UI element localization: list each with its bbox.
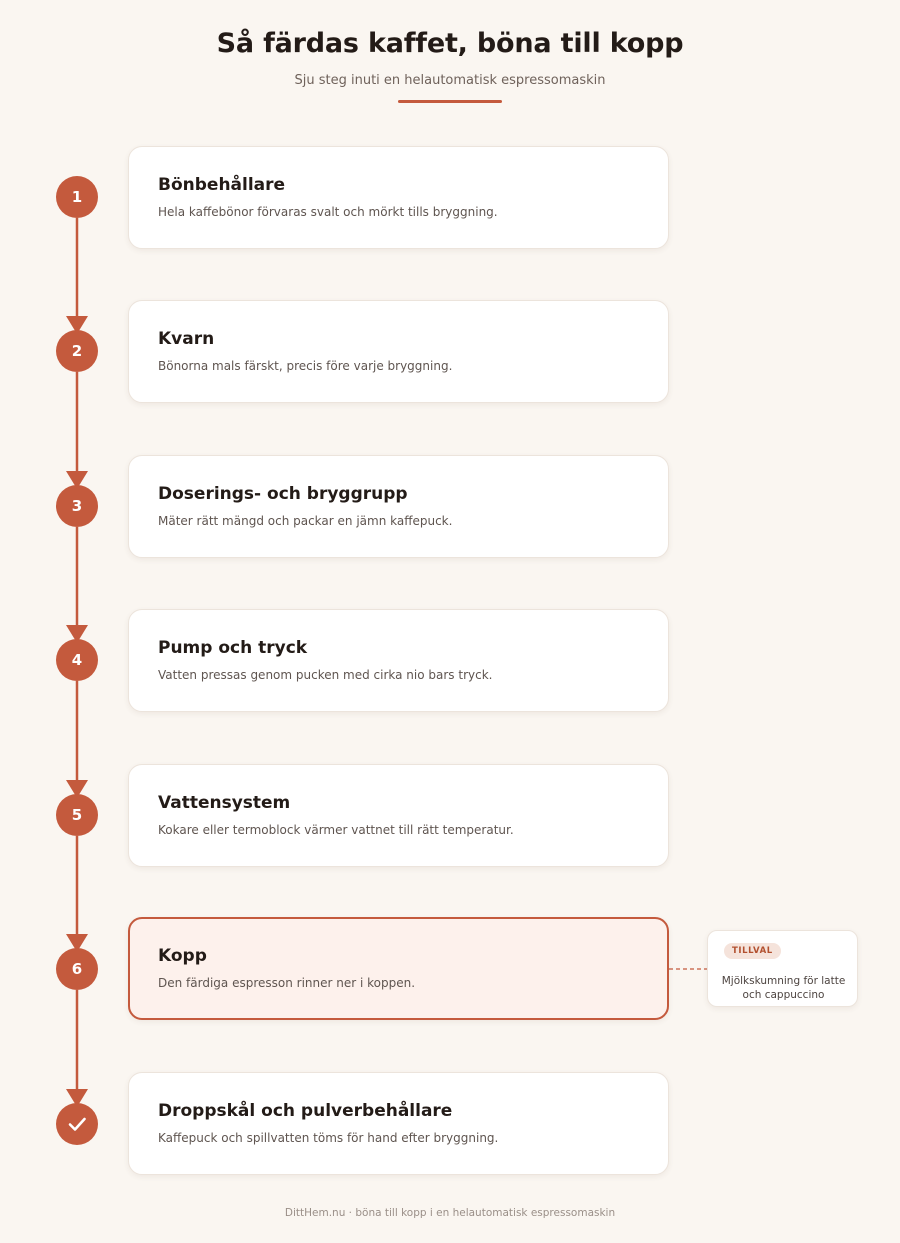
step-marker: 5 [56,794,98,836]
step-title: Doserings- och bryggrupp [158,484,408,504]
step-description: Bönorna mals färskt, precis före varje b… [158,359,453,373]
step-card: Vattensystem Kokare eller termoblock vär… [128,764,669,867]
step-description: Den färdiga espresson rinner ner i koppe… [158,976,416,990]
step-card: Pump och tryck Vatten pressas genom puck… [128,609,669,712]
step-description: Kaffepuck och spillvatten töms för hand … [158,1131,499,1145]
arrowhead-icon [66,625,88,643]
optional-feature-note: TILLVAL Mjölkskumning för latte och capp… [707,930,858,1007]
step-card: Kvarn Bönorna mals färskt, precis före v… [128,300,669,403]
header: Så färdas kaffet, böna till kopp Sju ste… [0,28,900,88]
step-marker: 1 [56,176,98,218]
step-marker: 3 [56,485,98,527]
step-marker-final [56,1103,98,1145]
optional-badge: TILLVAL [724,943,781,959]
step-marker: 6 [56,948,98,990]
title-underline [398,100,502,103]
step-description: Vatten pressas genom pucken med cirka ni… [158,668,493,682]
step-marker: 2 [56,330,98,372]
arrowhead-icon [66,471,88,489]
arrowhead-icon [66,1089,88,1107]
arrowhead-icon [66,934,88,952]
step-marker: 4 [56,639,98,681]
step-title: Bönbehållare [158,175,286,195]
optional-feature-text: Mjölkskumning för latte och cappuccino [721,975,846,1001]
step-title: Pump och tryck [158,638,308,658]
step-description: Mäter rätt mängd och packar en jämn kaff… [158,514,453,528]
step-card: Doserings- och bryggrupp Mäter rätt mäng… [128,455,669,558]
page-title: Så färdas kaffet, böna till kopp [216,28,684,59]
step-card: Droppskål och pulverbehållare Kaffepuck … [128,1072,669,1175]
step-description: Hela kaffebönor förvaras svalt och mörkt… [158,205,498,219]
step-title: Kopp [158,946,207,966]
page-subtitle: Sju steg inuti en helautomatisk espresso… [294,73,606,88]
checkmark-icon [68,1117,86,1131]
step-title: Vattensystem [158,793,291,813]
step-description: Kokare eller termoblock värmer vattnet t… [158,823,514,837]
arrowhead-icon [66,316,88,334]
step-card-highlighted: Kopp Den färdiga espresson rinner ner i … [128,917,669,1020]
footer-credit: DittHem.nu · böna till kopp i en helauto… [284,1207,616,1219]
arrowhead-icon [66,780,88,798]
step-card: Bönbehållare Hela kaffebönor förvaras sv… [128,146,669,249]
step-title: Droppskål och pulverbehållare [158,1101,453,1121]
step-title: Kvarn [158,329,215,349]
